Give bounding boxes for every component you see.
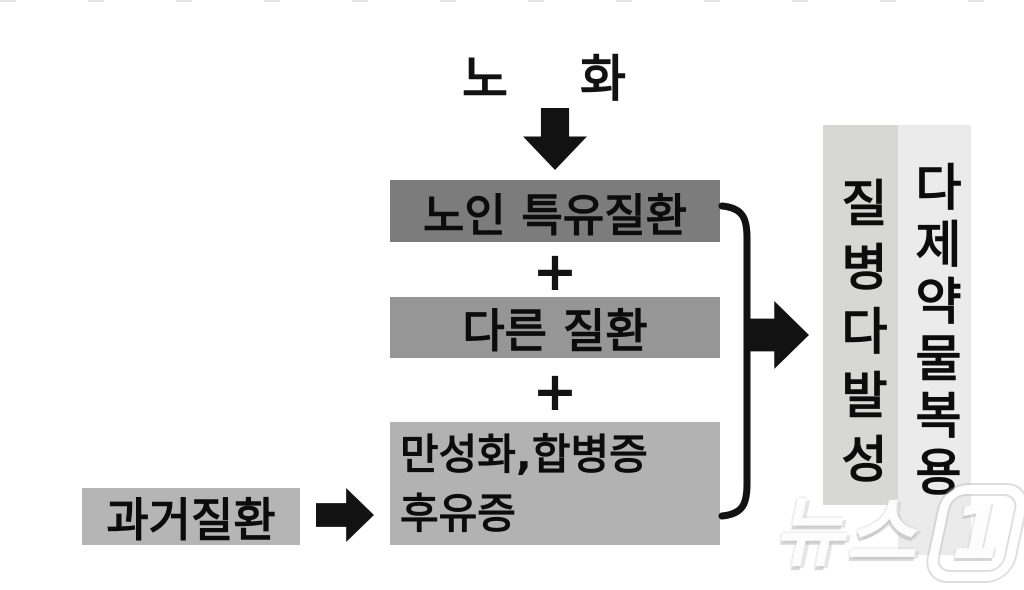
- right-arrow-icon-past: [316, 488, 374, 542]
- box-past-diseases: 과거질환: [82, 488, 300, 547]
- polypharmacy-label: 다제약물복용: [905, 161, 964, 503]
- column-multimorbidity: 질병다발성: [823, 125, 898, 505]
- aging-title: 노화: [462, 50, 698, 108]
- grouping-bracket-icon: [718, 202, 751, 520]
- column-polypharmacy: 다제약물복용: [898, 125, 971, 555]
- box-other-diseases: 다른 질환: [390, 297, 720, 358]
- plus-operator-1: +: [532, 239, 578, 303]
- down-arrow-icon: [523, 108, 587, 170]
- box-chronic-complications: 만성화,합병증 후유증: [390, 422, 720, 545]
- top-edge-artifact: [0, 0, 1024, 2]
- sequelae-line2: 후유증: [400, 488, 516, 538]
- box-elderly-specific-diseases: 노인 특유질환: [390, 180, 720, 242]
- multimorbidity-label: 질병다발성: [831, 177, 890, 497]
- chronic-complications-line1: 만성화,합병증: [400, 429, 648, 479]
- plus-operator-2: +: [532, 359, 578, 423]
